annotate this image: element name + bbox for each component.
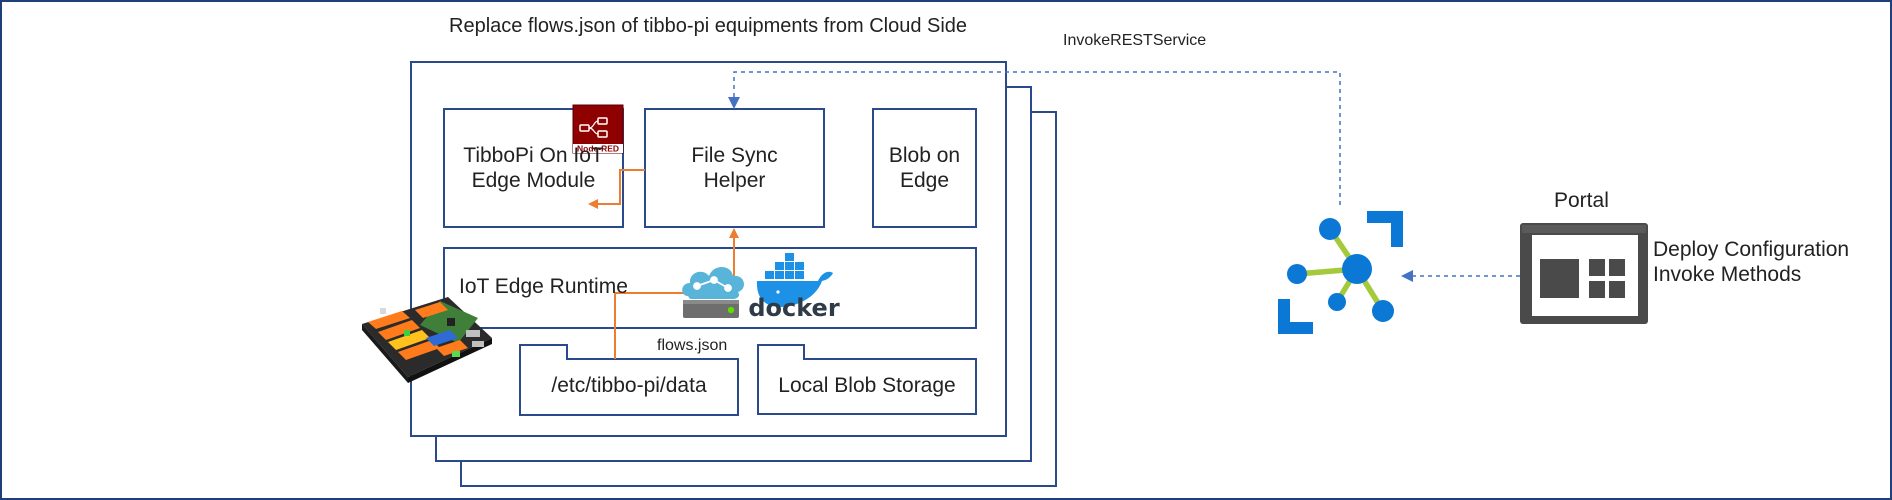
blob-line1: Blob on bbox=[888, 144, 961, 167]
portal-deploy-label: Deploy Configuration bbox=[1653, 238, 1850, 261]
portal-invoke-label: Invoke Methods bbox=[1653, 263, 1802, 286]
tibbo-board-icon bbox=[362, 297, 492, 383]
docker-label: docker bbox=[748, 294, 839, 322]
filesync-to-module-arrow bbox=[588, 169, 645, 209]
blob-storage-label: Local Blob Storage bbox=[778, 374, 956, 397]
node-red-icon: Node-RED bbox=[572, 104, 624, 154]
blob-on-edge-label: Blob on Edge bbox=[875, 141, 974, 195]
tibbopi-line1: TibboPi On IoT bbox=[463, 144, 604, 167]
diagram-title: Replace flows.json of tibbo-pi equipment… bbox=[449, 15, 968, 37]
file-sync-helper-label: File Sync Helper bbox=[647, 141, 822, 195]
data-folder-label: /etc/tibbo-pi/data bbox=[551, 374, 707, 397]
invoke-rest-label: InvokeRESTService bbox=[1063, 32, 1207, 49]
filesync-line2: Helper bbox=[703, 169, 766, 192]
blob-storage-folder-shape bbox=[757, 344, 977, 415]
invoke-rest-arrow bbox=[728, 71, 1341, 205]
tibbopi-module-label: TibboPi On IoT Edge Module bbox=[446, 141, 621, 195]
tibbopi-line2: Edge Module bbox=[471, 169, 596, 192]
portal-icon bbox=[1520, 223, 1648, 324]
filesync-line1: File Sync bbox=[691, 144, 778, 167]
iot-hub-icon bbox=[1278, 211, 1403, 334]
edge-device-icon bbox=[682, 267, 745, 318]
file-sync-helper-box bbox=[644, 108, 825, 228]
iot-edge-runtime-label: IoT Edge Runtime bbox=[459, 275, 628, 298]
data-to-filesync-arrow bbox=[614, 228, 739, 359]
docker-icon: docker bbox=[748, 253, 840, 322]
flows-json-label: flows.json bbox=[657, 337, 728, 354]
blob-on-edge-box bbox=[872, 108, 977, 228]
portal-title: Portal bbox=[1554, 189, 1609, 212]
data-folder-shape bbox=[519, 344, 739, 416]
blob-line2: Edge bbox=[899, 169, 950, 192]
node-red-label: Node-RED bbox=[577, 144, 619, 154]
